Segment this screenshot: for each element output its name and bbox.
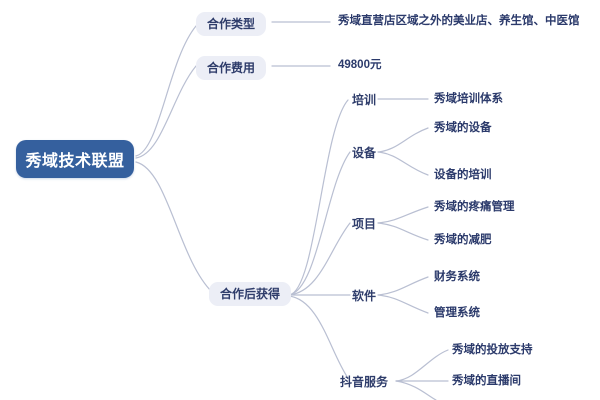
- edge-software-to-leaf-2: [377, 294, 429, 314]
- leaf-douyin-1: 秀域的投放支持: [452, 344, 533, 356]
- edge-equipment-to-leaf-1: [377, 127, 429, 153]
- edge-after-to-douyin: [288, 295, 349, 379]
- node-equipment[interactable]: 设备: [352, 146, 377, 160]
- edge-after-to-equipment: [288, 151, 351, 296]
- node-software[interactable]: 软件: [352, 289, 377, 303]
- edge-douyin-to-leaf-1: [395, 349, 449, 382]
- node-training[interactable]: 培训: [352, 93, 377, 107]
- node-after-cooperation-label: 合作后获得: [209, 282, 292, 306]
- node-project[interactable]: 项目: [352, 217, 377, 231]
- edge-project-to-leaf-2: [377, 222, 429, 241]
- node-cooperation-type[interactable]: 合作类型: [196, 12, 267, 36]
- edge-equipment-to-leaf-2: [377, 151, 429, 176]
- edge-after-to-training: [288, 99, 349, 296]
- leaf-software-1: 财务系统: [434, 271, 480, 283]
- node-cooperation-fee[interactable]: 合作费用: [196, 56, 267, 80]
- edge-douyin-to-leaf-3-offscreen: [395, 380, 437, 400]
- root-node[interactable]: 秀域技术联盟: [16, 140, 134, 178]
- node-after-cooperation[interactable]: 合作后获得: [209, 282, 292, 306]
- leaf-equipment-1: 秀域的设备: [434, 122, 492, 134]
- leaf-equipment-2: 设备的培训: [434, 169, 492, 181]
- node-douyin-service[interactable]: 抖音服务: [340, 375, 389, 389]
- leaf-training-1: 秀域培训体系: [434, 93, 503, 105]
- leaf-project-1: 秀域的疼痛管理: [434, 201, 515, 213]
- edge-root-to-cooperation-type: [135, 25, 197, 157]
- edge-project-to-leaf-1: [377, 206, 429, 224]
- node-cooperation-type-label: 合作类型: [196, 12, 267, 36]
- leaf-cooperation-type-value: 秀域直营店区域之外的美业店、养生馆、中医馆: [338, 15, 580, 27]
- leaf-project-2: 秀域的减肥: [434, 234, 492, 246]
- leaf-cooperation-fee-value: 49800元: [338, 59, 382, 71]
- leaf-douyin-2: 秀域的直播间: [452, 375, 521, 387]
- edge-root-to-after-cooperation: [135, 161, 213, 293]
- root-node-label: 秀域技术联盟: [25, 153, 125, 170]
- edge-after-to-project: [288, 222, 351, 296]
- edge-software-to-leaf-1: [377, 276, 429, 296]
- leaf-software-2: 管理系统: [434, 307, 480, 319]
- edge-root-to-cooperation-fee: [135, 65, 197, 159]
- node-cooperation-fee-label: 合作费用: [196, 56, 267, 80]
